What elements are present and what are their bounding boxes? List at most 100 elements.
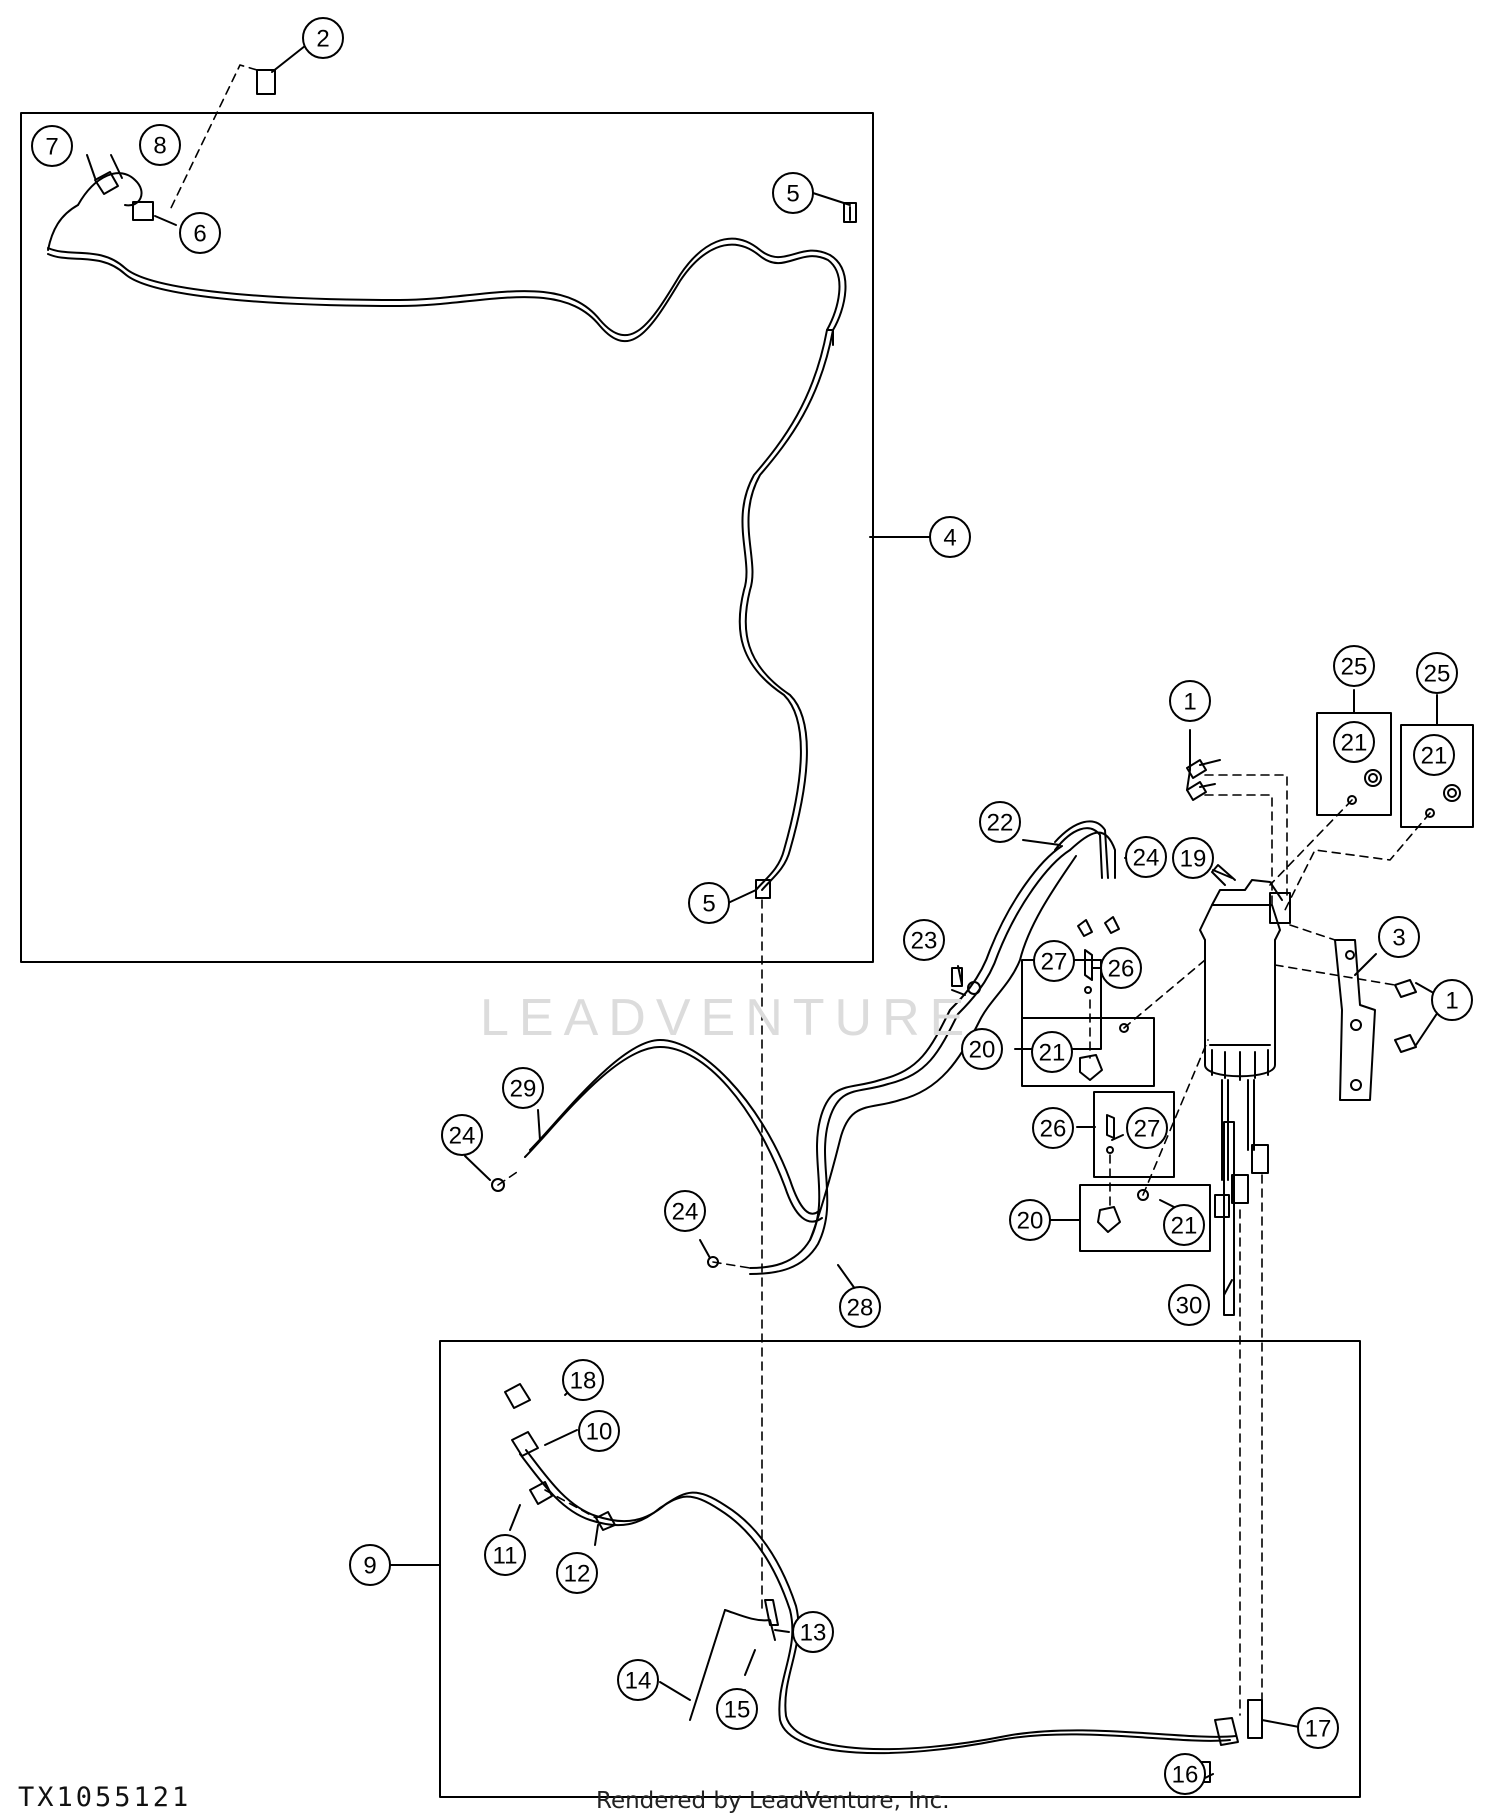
- connector-6: [132, 201, 154, 221]
- callout-30: 30: [1168, 1284, 1210, 1326]
- dashed-lines: [169, 64, 1431, 1716]
- tube-30: [1223, 1121, 1235, 1316]
- svg-text:19: 19: [1180, 846, 1207, 873]
- callout-25a: 25: [1333, 645, 1375, 687]
- callout-26b: 26: [1032, 1107, 1074, 1149]
- render-credit: Rendered by LeadVenture, Inc.: [596, 1788, 950, 1814]
- callout-4: 4: [929, 516, 971, 558]
- svg-text:26: 26: [1040, 1116, 1067, 1143]
- callout-5-lower: 5: [688, 882, 730, 924]
- callout-18: 18: [562, 1359, 604, 1401]
- callout-19: 19: [1172, 837, 1214, 879]
- callout-12: 12: [556, 1552, 598, 1594]
- box-20-21a: [1021, 1017, 1155, 1087]
- box-27-26b: [1093, 1091, 1175, 1178]
- svg-text:22: 22: [987, 810, 1014, 837]
- svg-text:5: 5: [702, 891, 715, 918]
- callout-21a: 21: [1333, 721, 1375, 763]
- svg-text:7: 7: [45, 134, 58, 161]
- svg-text:3: 3: [1392, 925, 1405, 952]
- svg-text:24: 24: [449, 1123, 476, 1150]
- svg-text:4: 4: [943, 525, 956, 552]
- svg-text:10: 10: [586, 1419, 613, 1446]
- svg-text:21: 21: [1039, 1040, 1066, 1067]
- callout-bubbles: 2 7 8 6 5 4 5 1 25 25 21 21 22 24 19 3 1…: [31, 17, 1473, 1795]
- callout-3: 3: [1378, 916, 1420, 958]
- fuel-lines: [491, 820, 1116, 1275]
- svg-text:24: 24: [672, 1199, 699, 1226]
- callout-21d: 21: [1163, 1204, 1205, 1246]
- callout-21c: 21: [1031, 1031, 1073, 1073]
- callout-1-lower: 1: [1431, 979, 1473, 1021]
- svg-text:6: 6: [193, 221, 206, 248]
- svg-text:12: 12: [564, 1561, 591, 1588]
- callout-24c: 24: [664, 1190, 706, 1232]
- svg-text:18: 18: [570, 1368, 597, 1395]
- callout-15: 15: [716, 1688, 758, 1730]
- callout-20a: 20: [961, 1028, 1003, 1070]
- callout-6: 6: [179, 212, 221, 254]
- callout-20b: 20: [1009, 1199, 1051, 1241]
- svg-text:29: 29: [510, 1076, 537, 1103]
- callout-7: 7: [31, 125, 73, 167]
- callout-21b: 21: [1413, 734, 1455, 776]
- bracket-3: [1334, 939, 1417, 1101]
- callout-23: 23: [903, 919, 945, 961]
- svg-text:28: 28: [847, 1295, 874, 1322]
- callout-25b: 25: [1416, 652, 1458, 694]
- svg-text:27: 27: [1134, 1116, 1161, 1143]
- callout-22: 22: [979, 801, 1021, 843]
- svg-text:16: 16: [1172, 1762, 1199, 1789]
- svg-text:1: 1: [1445, 988, 1458, 1015]
- svg-text:1: 1: [1183, 689, 1196, 716]
- callout-2: 2: [302, 17, 344, 59]
- callout-11: 11: [484, 1534, 526, 1576]
- lower-wiring-harness: [504, 1383, 1263, 1783]
- callout-14: 14: [617, 1659, 659, 1701]
- svg-text:30: 30: [1176, 1293, 1203, 1320]
- callout-24b: 24: [441, 1114, 483, 1156]
- svg-text:2: 2: [316, 26, 329, 53]
- svg-text:21: 21: [1341, 730, 1368, 757]
- svg-text:23: 23: [911, 928, 938, 955]
- callout-1-upper: 1: [1169, 680, 1211, 722]
- svg-text:21: 21: [1421, 743, 1448, 770]
- callout-28: 28: [839, 1286, 881, 1328]
- svg-text:8: 8: [153, 133, 166, 160]
- svg-text:17: 17: [1305, 1716, 1332, 1743]
- svg-text:26: 26: [1108, 956, 1135, 983]
- leader-lines: [86, 41, 1447, 1779]
- svg-text:14: 14: [625, 1668, 652, 1695]
- callout-27b: 27: [1126, 1107, 1168, 1149]
- svg-text:5: 5: [786, 181, 799, 208]
- upper-wiring-harness: [47, 69, 857, 899]
- callout-24a: 24: [1125, 836, 1167, 878]
- drawing-code: TX1055121: [18, 1782, 192, 1813]
- callout-26a: 26: [1100, 947, 1142, 989]
- watermark: LEADVENTURE: [480, 989, 975, 1047]
- callout-16: 16: [1164, 1753, 1206, 1795]
- callout-29: 29: [502, 1067, 544, 1109]
- callout-5-upper: 5: [772, 172, 814, 214]
- svg-text:11: 11: [493, 1543, 518, 1570]
- svg-text:25: 25: [1424, 661, 1451, 688]
- callout-13: 13: [792, 1611, 834, 1653]
- box-20-21b: [1079, 1184, 1211, 1252]
- svg-text:25: 25: [1341, 654, 1368, 681]
- callout-27a: 27: [1033, 940, 1075, 982]
- callout-8: 8: [139, 124, 181, 166]
- part-2-clip: [256, 69, 276, 95]
- callout-10: 10: [578, 1410, 620, 1452]
- harness-9-frame: [439, 1340, 1361, 1798]
- callout-17: 17: [1297, 1707, 1339, 1749]
- svg-text:27: 27: [1041, 949, 1068, 976]
- svg-text:20: 20: [1017, 1208, 1044, 1235]
- svg-text:9: 9: [363, 1553, 376, 1580]
- connector-5-lower: [755, 879, 771, 899]
- svg-text:15: 15: [724, 1697, 751, 1724]
- svg-text:20: 20: [969, 1037, 996, 1064]
- fuel-filter-19: [1199, 864, 1291, 1218]
- svg-text:24: 24: [1133, 845, 1160, 872]
- callout-9: 9: [349, 1544, 391, 1586]
